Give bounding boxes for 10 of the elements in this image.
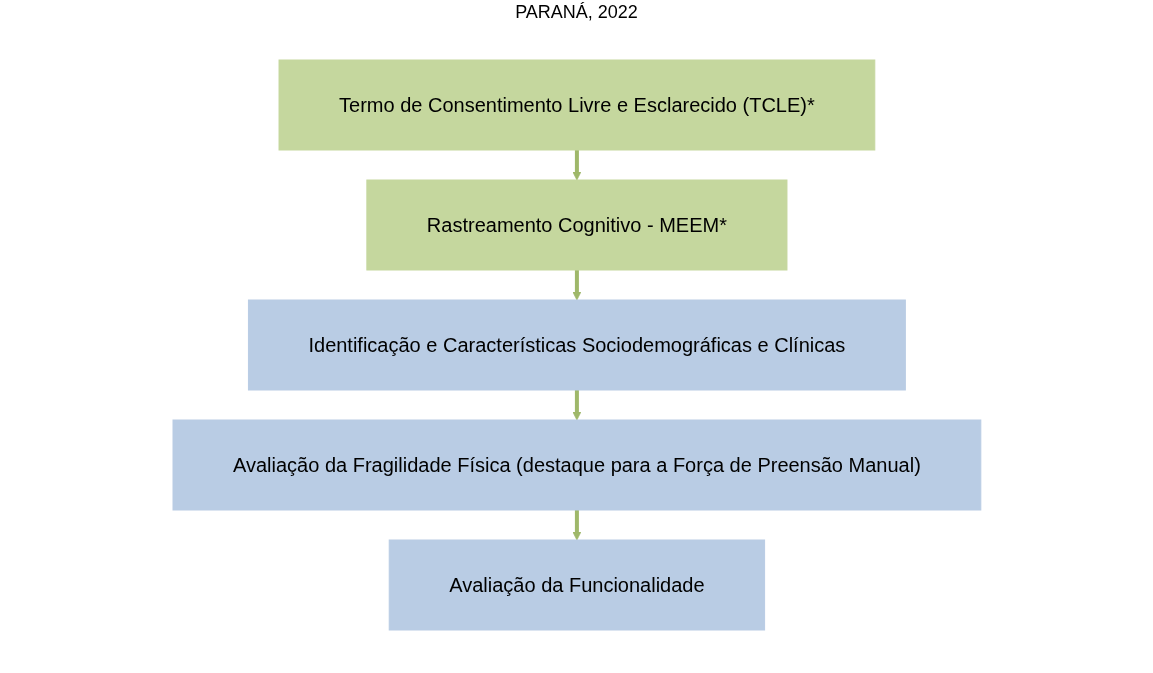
node-box: Rastreamento Cognitivo - MEEM* bbox=[365, 179, 788, 271]
node-box: Identificação e Características Sociodemográficas e Clínicas bbox=[247, 299, 906, 391]
diagram-title: PARANÁ, 2022 bbox=[514, 2, 639, 23]
arrow bbox=[572, 270, 581, 301]
node-box: Avaliação da Funcionalidade bbox=[388, 539, 765, 631]
arrow bbox=[572, 390, 581, 421]
arrow bbox=[572, 150, 581, 181]
node-box: Termo de Consentimento Livre e Esclarecido (TCLE)* bbox=[278, 59, 875, 151]
arrow bbox=[572, 510, 581, 541]
node-box: Avaliação da Fragilidade Física (destaque para a Força de Preensão Manual) bbox=[172, 419, 981, 511]
